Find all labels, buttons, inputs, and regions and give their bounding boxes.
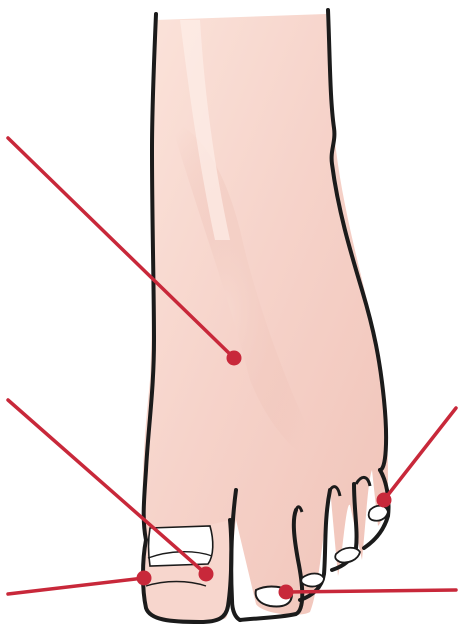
little-toe-nail [369, 506, 388, 521]
pointer-big-toe-tip-dot [137, 571, 152, 586]
pointer-little-toe-dot [377, 493, 392, 508]
pointer-big-toe-tip-line [8, 578, 144, 594]
pointer-dorsum-dot [227, 351, 242, 366]
pointer-big-toe-base-dot [199, 567, 214, 582]
third-toe-nail [301, 574, 324, 587]
pointer-second-toe-line [286, 590, 456, 592]
pointer-second-toe-dot [279, 585, 294, 600]
pointer-little-toe-line [384, 408, 456, 500]
